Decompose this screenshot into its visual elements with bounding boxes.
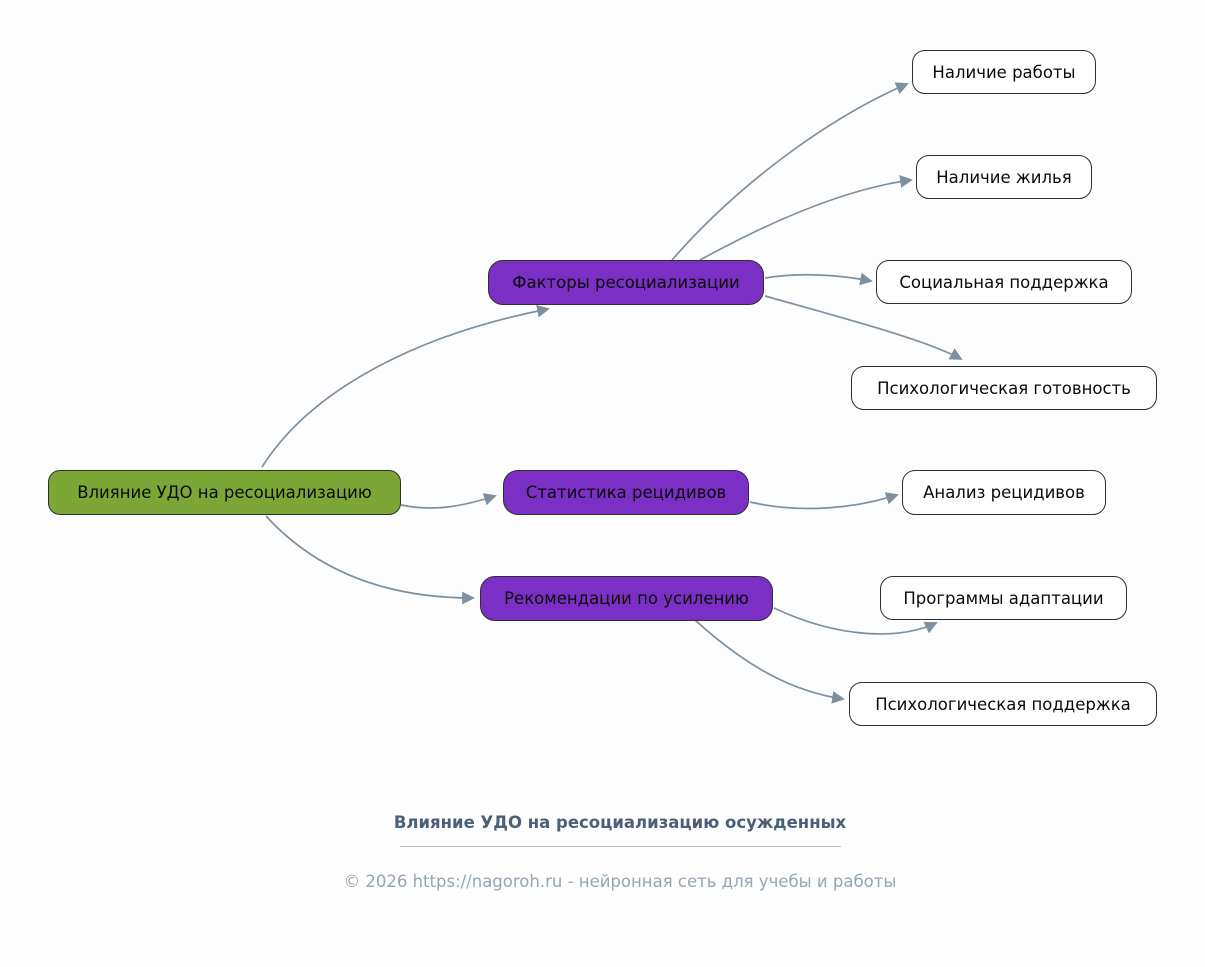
node-social-support: Социальная поддержка (876, 260, 1132, 304)
node-factors-label: Факторы ресоциализации (512, 273, 740, 292)
node-adaptation-programs-label: Программы адаптации (903, 588, 1104, 608)
edge-recommendations-psych-support (694, 619, 845, 704)
footer-divider (400, 846, 841, 847)
node-stats-label: Статистика рецидивов (525, 483, 727, 502)
node-recidivism-analysis: Анализ рецидивов (902, 470, 1106, 515)
node-psychological-readiness-label: Психологическая готовность (877, 378, 1131, 398)
node-psychological-readiness: Психологическая готовность (851, 366, 1157, 410)
footer-title: Влияние УДО на ресоциализацию осужденных (393, 813, 847, 832)
edge-factors-job (671, 82, 909, 261)
edge-factors-housing (699, 175, 913, 261)
node-recommendations: Рекомендации по усилению (480, 576, 773, 621)
node-social-support-label: Социальная поддержка (899, 272, 1109, 292)
node-housing-availability: Наличие жилья (916, 155, 1092, 199)
edge-factors-social (764, 272, 873, 286)
node-recidivism-analysis-label: Анализ рецидивов (923, 483, 1085, 502)
edge-stats-analysis (749, 492, 899, 510)
node-stats: Статистика рецидивов (503, 470, 749, 515)
node-job-availability-label: Наличие работы (932, 62, 1076, 82)
node-recommendations-label: Рекомендации по усилению (504, 589, 749, 608)
node-job-availability: Наличие работы (912, 50, 1096, 94)
node-root: Влияние УДО на ресоциализацию (48, 470, 401, 515)
node-housing-availability-label: Наличие жилья (936, 167, 1072, 187)
edge-factors-psych-ready (764, 295, 963, 360)
node-psychological-support-label: Психологическая поддержка (875, 694, 1131, 714)
edge-root-stats (400, 493, 497, 509)
footer-copyright: © 2026 https://nagoroh.ru - нейронная се… (343, 872, 897, 891)
node-factors: Факторы ресоциализации (488, 260, 764, 305)
node-psychological-support: Психологическая поддержка (849, 682, 1157, 726)
node-adaptation-programs: Программы адаптации (880, 576, 1127, 620)
node-root-label: Влияние УДО на ресоциализацию (77, 483, 372, 502)
edge-root-factors (261, 304, 550, 468)
edge-root-recommendations (265, 515, 475, 605)
